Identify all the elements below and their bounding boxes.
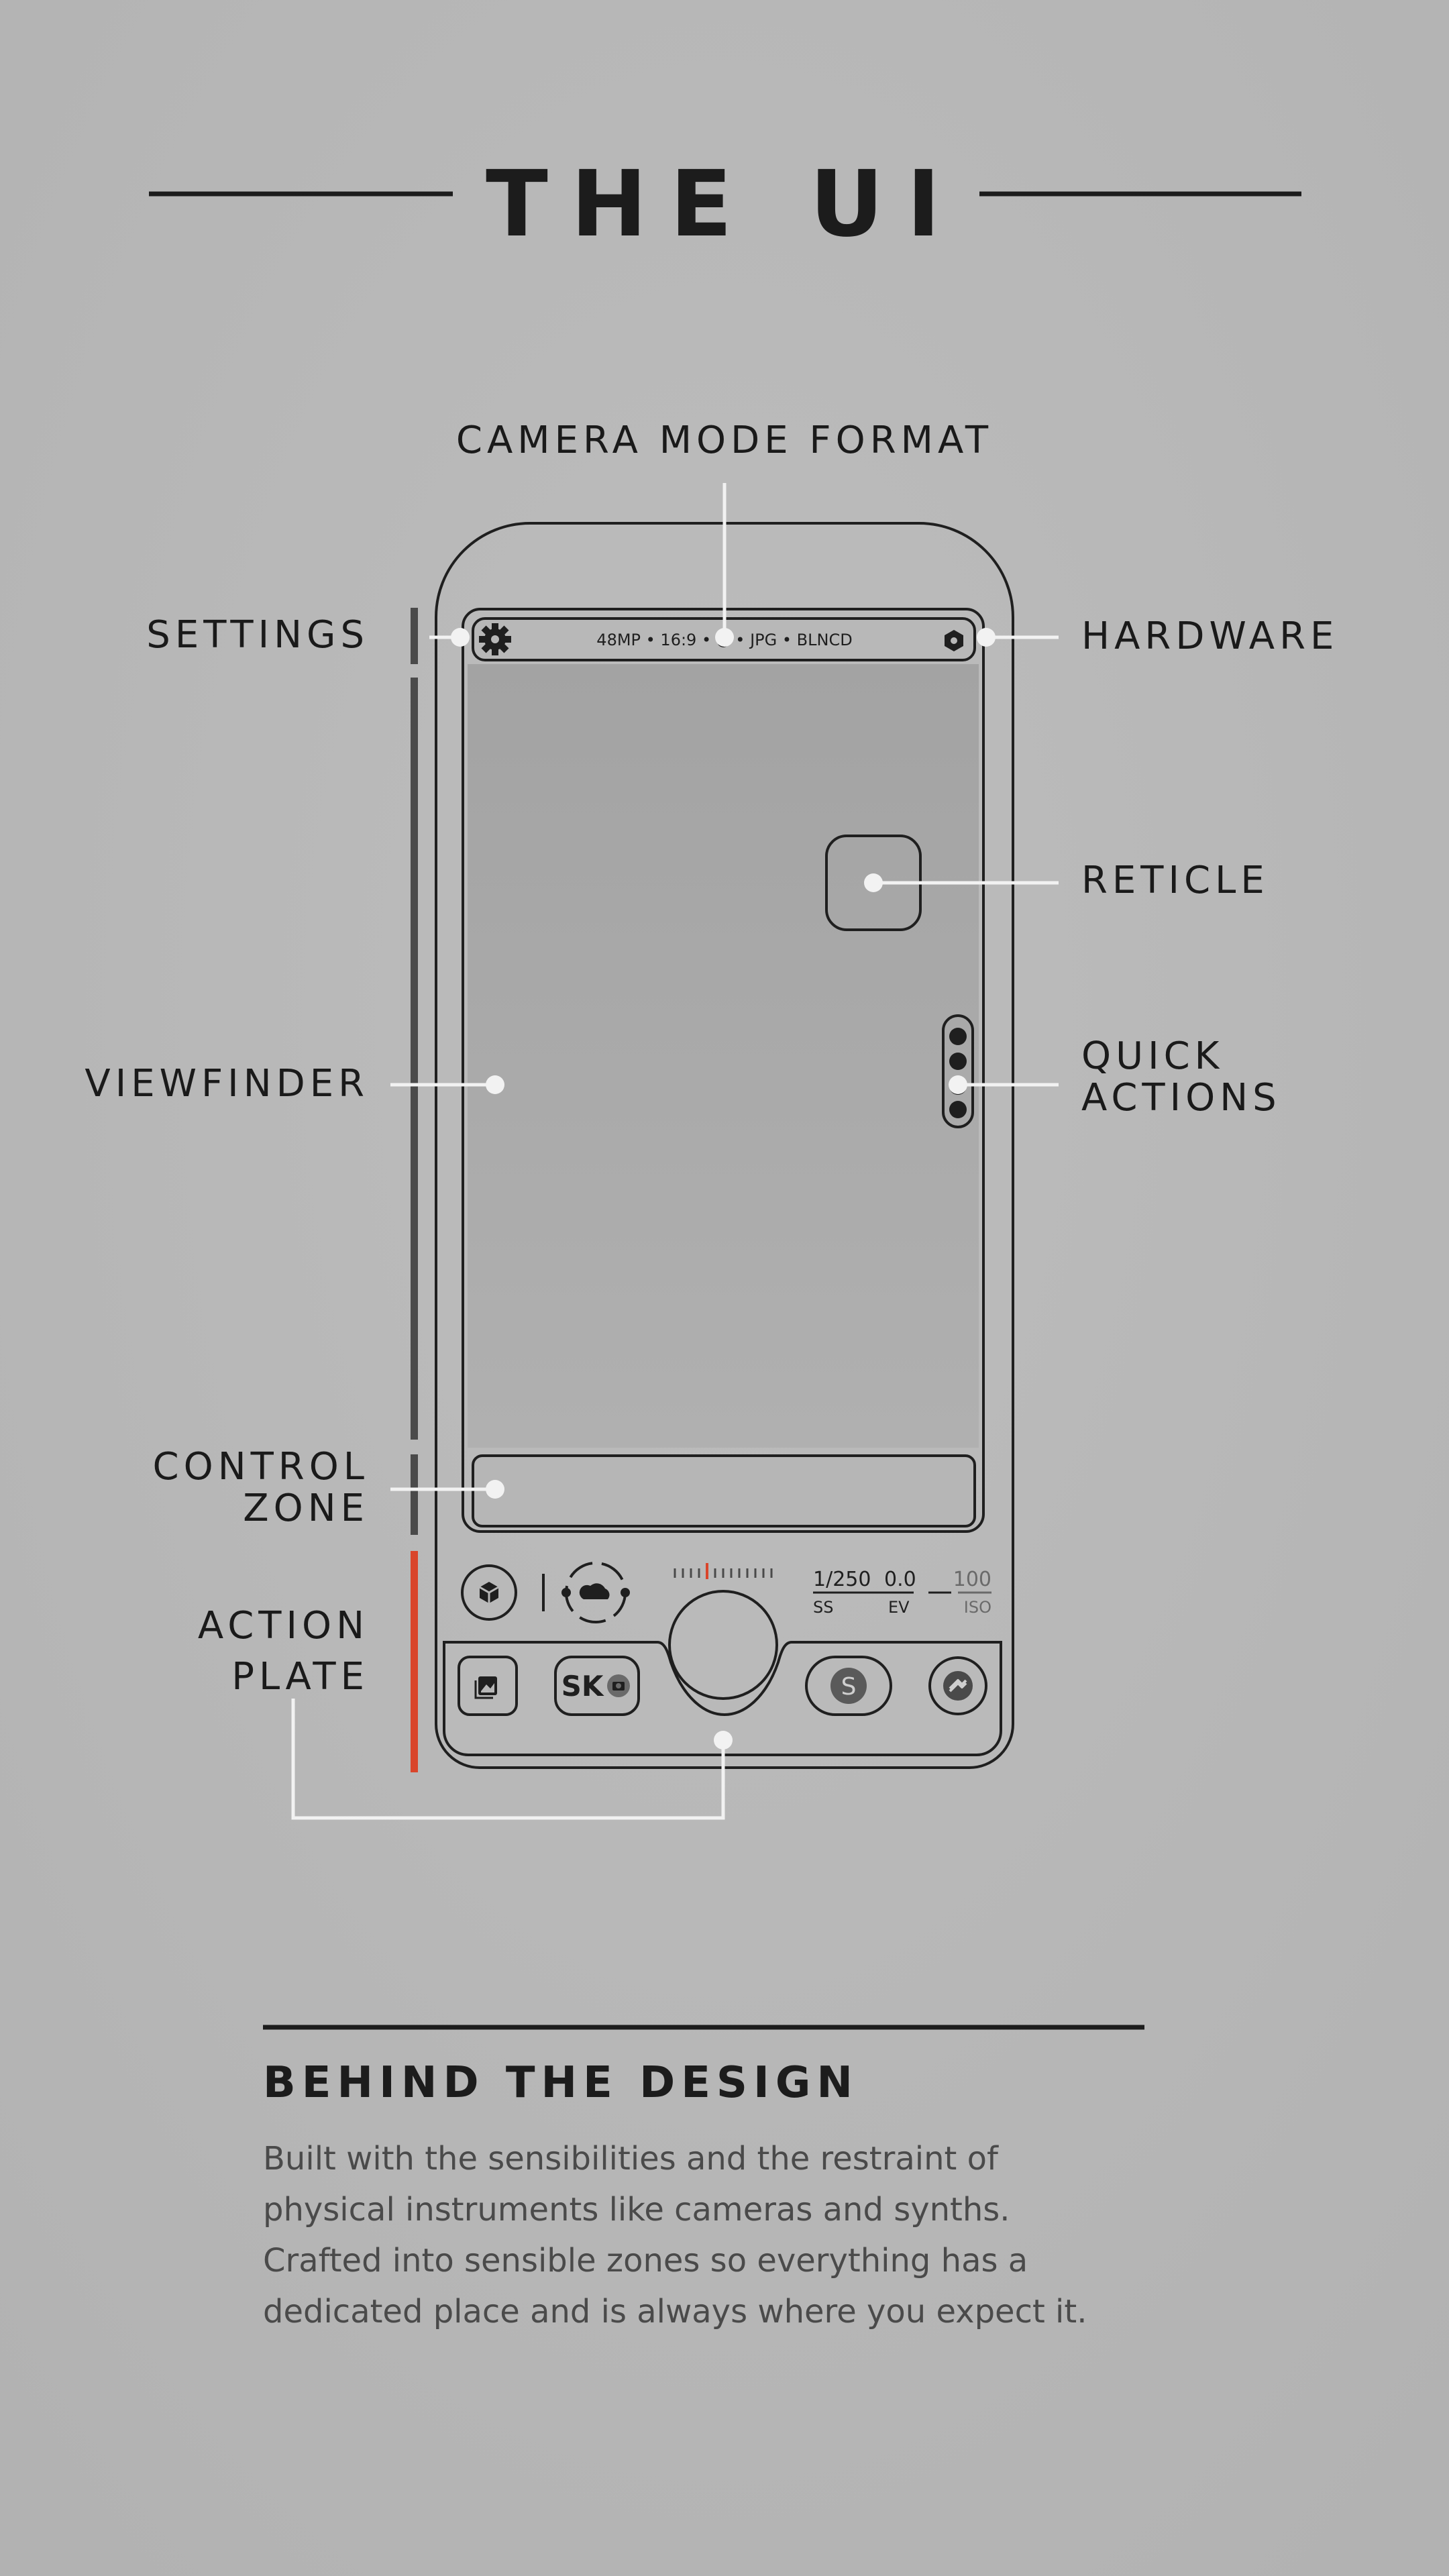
s-button-disc: [830, 1668, 867, 1704]
quick-action-dot: [949, 1053, 967, 1070]
callout-action-plate: [291, 1699, 725, 1820]
switch-camera-button: [928, 1656, 987, 1715]
quick-action-dot: [949, 1028, 967, 1045]
ev-value: 0.0: [884, 1568, 916, 1591]
label-viewfinder: VIEWFINDER: [85, 1062, 369, 1106]
section-body-line: Crafted into sensible zones so everythin…: [263, 2242, 1028, 2279]
gallery-icon: [474, 1676, 497, 1699]
s-button-label: S: [841, 1673, 857, 1701]
s-button: [805, 1656, 892, 1716]
label-hardware: HARDWARE: [1081, 614, 1339, 658]
action-plate-zone-bar: [411, 1551, 418, 1772]
gear-icon: [479, 623, 511, 655]
sk-button-label: SK: [561, 1670, 604, 1703]
sk-button: [554, 1656, 640, 1716]
cloud-icon: [579, 1583, 610, 1599]
switch-camera-icon: [943, 1671, 973, 1701]
callout-dots: [451, 628, 996, 1750]
quick-action-dot: [949, 1101, 967, 1118]
iso-label: ISO: [964, 1598, 991, 1617]
label-action-plate: ACTION PLATE: [198, 1601, 369, 1703]
hexagon-icon: [945, 630, 963, 651]
phone-outline: [435, 522, 1014, 1769]
label-quick-actions: QUICK ACTIONS: [1081, 1036, 1281, 1119]
label-quick-actions-line: ACTIONS: [1081, 1076, 1281, 1120]
label-control-zone-line: ZONE: [243, 1487, 369, 1530]
settings-zone-bar: [411, 608, 418, 664]
label-action-plate-line: PLATE: [231, 1655, 369, 1699]
shutter-speed-label: SS: [813, 1598, 833, 1617]
section-body-line: dedicated place and is always where you …: [263, 2293, 1087, 2330]
iso-value: 100: [953, 1568, 991, 1591]
callout-lines: [291, 483, 1059, 1820]
lens-dial: [561, 1562, 630, 1623]
gallery-button: [458, 1656, 518, 1716]
camera-icon: [607, 1674, 630, 1697]
section-body: Built with the sensibilities and the res…: [263, 2133, 1216, 2337]
label-settings: SETTINGS: [146, 613, 369, 657]
action-plate: [443, 1641, 1002, 1756]
viewfinder-area: [468, 664, 979, 1448]
shutter-speed-value: 1/250: [813, 1568, 871, 1591]
exposure-scale: [674, 1566, 773, 1578]
label-reticle: RETICLE: [1081, 859, 1269, 902]
control-zone-bar: [472, 1454, 976, 1527]
control-zone-indicator-bar: [411, 1454, 418, 1535]
cube-icon: [479, 1582, 499, 1603]
quick-actions-pill: [942, 1014, 974, 1128]
label-quick-actions-line: QUICK: [1081, 1034, 1224, 1078]
section-title: BEHIND THE DESIGN: [263, 2058, 859, 2108]
label-control-zone-line: CONTROL: [152, 1445, 369, 1489]
viewfinder-zone-bar: [411, 678, 418, 1440]
ev-label: EV: [888, 1598, 910, 1617]
label-control-zone: CONTROL ZONE: [153, 1446, 369, 1529]
label-camera-mode-format: CAMERA MODE FORMAT: [455, 419, 994, 462]
section-body-line: physical instruments like cameras and sy…: [263, 2191, 1010, 2229]
label-action-plate-line: ACTION: [197, 1604, 369, 1648]
shutter-button: [668, 1590, 778, 1700]
page-title: THE UI: [486, 152, 963, 258]
section-body-line: Built with the sensibilities and the res…: [263, 2140, 998, 2178]
mode-dial: [461, 1564, 517, 1621]
